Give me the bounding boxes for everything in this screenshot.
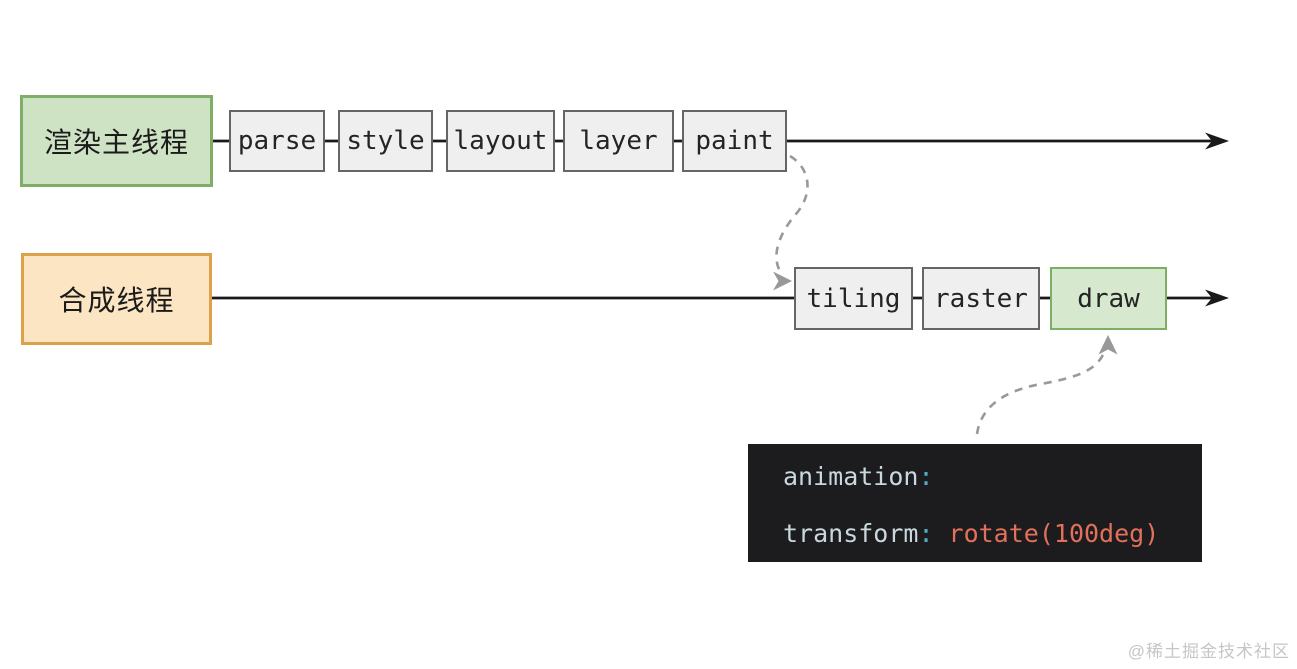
- code-colon: :: [918, 519, 934, 548]
- step-box-layout: layout: [446, 110, 555, 172]
- code-line-animation: animation:: [783, 448, 1202, 505]
- step-box-draw: draw: [1050, 267, 1167, 330]
- code-to-draw-dashed-arrow: [975, 349, 1107, 435]
- main-thread-label: 渲染主线程: [43, 127, 189, 158]
- step-box-tiling: tiling: [794, 267, 913, 330]
- compositor-thread-label: 合成线程: [58, 285, 175, 316]
- compositor-thread-box: 合成线程: [21, 253, 212, 345]
- code-colon: :: [918, 462, 934, 491]
- step-box-raster: raster: [922, 267, 1040, 330]
- step-box-layer: layer: [563, 110, 674, 172]
- arrowhead-right-icon: [773, 271, 792, 291]
- css-code-block: animation: transform: rotate(100deg): [748, 444, 1202, 562]
- watermark: @稀土掘金技术社区: [1127, 642, 1290, 661]
- step-box-paint: paint: [682, 110, 787, 172]
- code-property: animation: [783, 462, 919, 491]
- arrow-right-icon: [1205, 289, 1229, 307]
- step-box-style: style: [338, 110, 433, 172]
- step-box-parse: parse: [229, 110, 325, 172]
- code-line-transform: transform: rotate(100deg): [783, 505, 1202, 562]
- paint-to-tiling-dashed-arrow: [775, 154, 809, 274]
- arrow-right-icon: [1205, 132, 1229, 150]
- code-property: transform: [783, 519, 919, 548]
- arrowhead-up-icon: [1098, 335, 1118, 355]
- main-thread-box: 渲染主线程: [20, 95, 213, 187]
- code-value: rotate(100deg): [948, 519, 1160, 548]
